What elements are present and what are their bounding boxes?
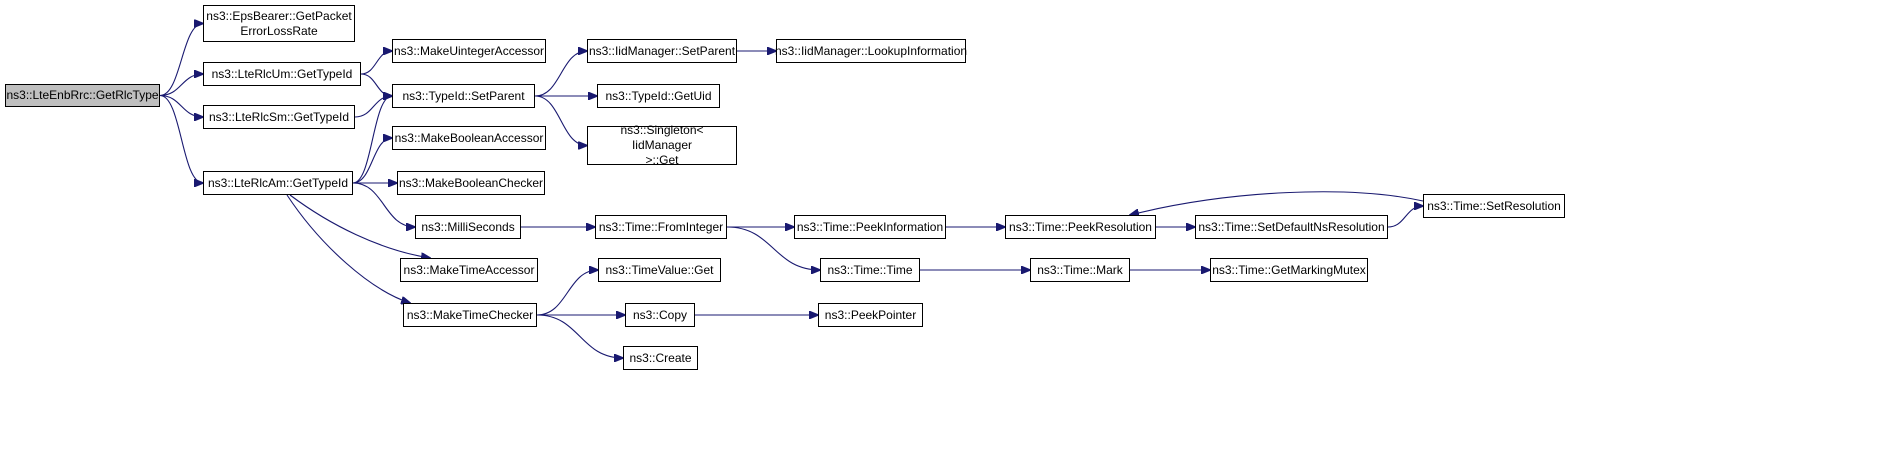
node-time-setresolution[interactable]: ns3::Time::SetResolution xyxy=(1423,194,1565,218)
edge-n0-n1 xyxy=(159,24,203,97)
node-milliseconds[interactable]: ns3::MilliSeconds xyxy=(415,215,521,239)
node-typeid-getuid[interactable]: ns3::TypeId::GetUid xyxy=(597,84,720,108)
node-maketimeaccessor[interactable]: ns3::MakeTimeAccessor xyxy=(400,258,538,282)
edge-n25-n27 xyxy=(1387,206,1423,228)
node-create[interactable]: ns3::Create xyxy=(623,346,698,370)
edge-n4-n6 xyxy=(352,96,392,184)
node-lterlcam-gettypeid[interactable]: ns3::LteRlcAm::GetTypeId xyxy=(203,171,353,195)
edge-n6-n12 xyxy=(534,51,587,97)
node-epsbearer-getpacketerrorlossrate[interactable]: ns3::EpsBearer::GetPacket ErrorLossRate xyxy=(203,5,355,42)
edge-n2-n5 xyxy=(360,51,392,75)
edge-n0-n4 xyxy=(159,94,203,184)
node-time-mark[interactable]: ns3::Time::Mark xyxy=(1030,258,1130,282)
node-typeid-setparent[interactable]: ns3::TypeId::SetParent xyxy=(392,84,535,108)
edge-n0-n2 xyxy=(159,74,203,97)
node-lterlcsm-gettypeid[interactable]: ns3::LteRlcSm::GetTypeId xyxy=(203,105,355,129)
node-iidmanager-lookupinformation[interactable]: ns3::IidManager::LookupInformation xyxy=(775,39,967,63)
node-makeuintegeraccessor[interactable]: ns3::MakeUintegerAccessor xyxy=(392,39,546,63)
edge-n16-n21 xyxy=(726,226,820,270)
edge-n4-n7 xyxy=(352,138,392,184)
node-makebooleanchecker[interactable]: ns3::MakeBooleanChecker xyxy=(397,171,545,195)
edge-n6-n14 xyxy=(534,95,587,146)
node-timevalue-get[interactable]: ns3::TimeValue::Get xyxy=(598,258,721,282)
node-singleton-iidmanager-get[interactable]: ns3::Singleton< IidManager >::Get xyxy=(587,123,737,167)
edge-n27-n23 xyxy=(1130,191,1424,215)
edge-n11-n17 xyxy=(536,270,598,316)
node-iidmanager-setparent[interactable]: ns3::IidManager::SetParent xyxy=(587,39,737,63)
node-lteenbrrc-getrlctype[interactable]: ns3::LteEnbRrc::GetRlcType xyxy=(5,84,160,107)
node-peekpointer[interactable]: ns3::PeekPointer xyxy=(818,303,923,327)
edge-n11-n19 xyxy=(536,314,623,358)
edge-n0-n3 xyxy=(159,94,203,118)
node-time-setdefaultnsresolution[interactable]: ns3::Time::SetDefaultNsResolution xyxy=(1195,215,1388,239)
edge-n4-n9 xyxy=(352,182,415,227)
node-copy[interactable]: ns3::Copy xyxy=(625,303,695,327)
edge-n2-n6 xyxy=(360,73,392,96)
edge-n4-n10 xyxy=(289,194,430,258)
node-time-getmarkingmutex[interactable]: ns3::Time::GetMarkingMutex xyxy=(1210,258,1368,282)
edge-n4-n11 xyxy=(286,194,410,303)
node-lterlcum-gettypeid[interactable]: ns3::LteRlcUm::GetTypeId xyxy=(203,62,361,86)
node-maketimechecker[interactable]: ns3::MakeTimeChecker xyxy=(403,303,537,327)
node-makebooleanaccessor[interactable]: ns3::MakeBooleanAccessor xyxy=(392,126,546,150)
node-time-frominteger[interactable]: ns3::Time::FromInteger xyxy=(595,215,727,239)
node-time-peekresolution[interactable]: ns3::Time::PeekResolution xyxy=(1005,215,1156,239)
node-time-peekinformation[interactable]: ns3::Time::PeekInformation xyxy=(794,215,946,239)
node-time-time[interactable]: ns3::Time::Time xyxy=(820,258,920,282)
